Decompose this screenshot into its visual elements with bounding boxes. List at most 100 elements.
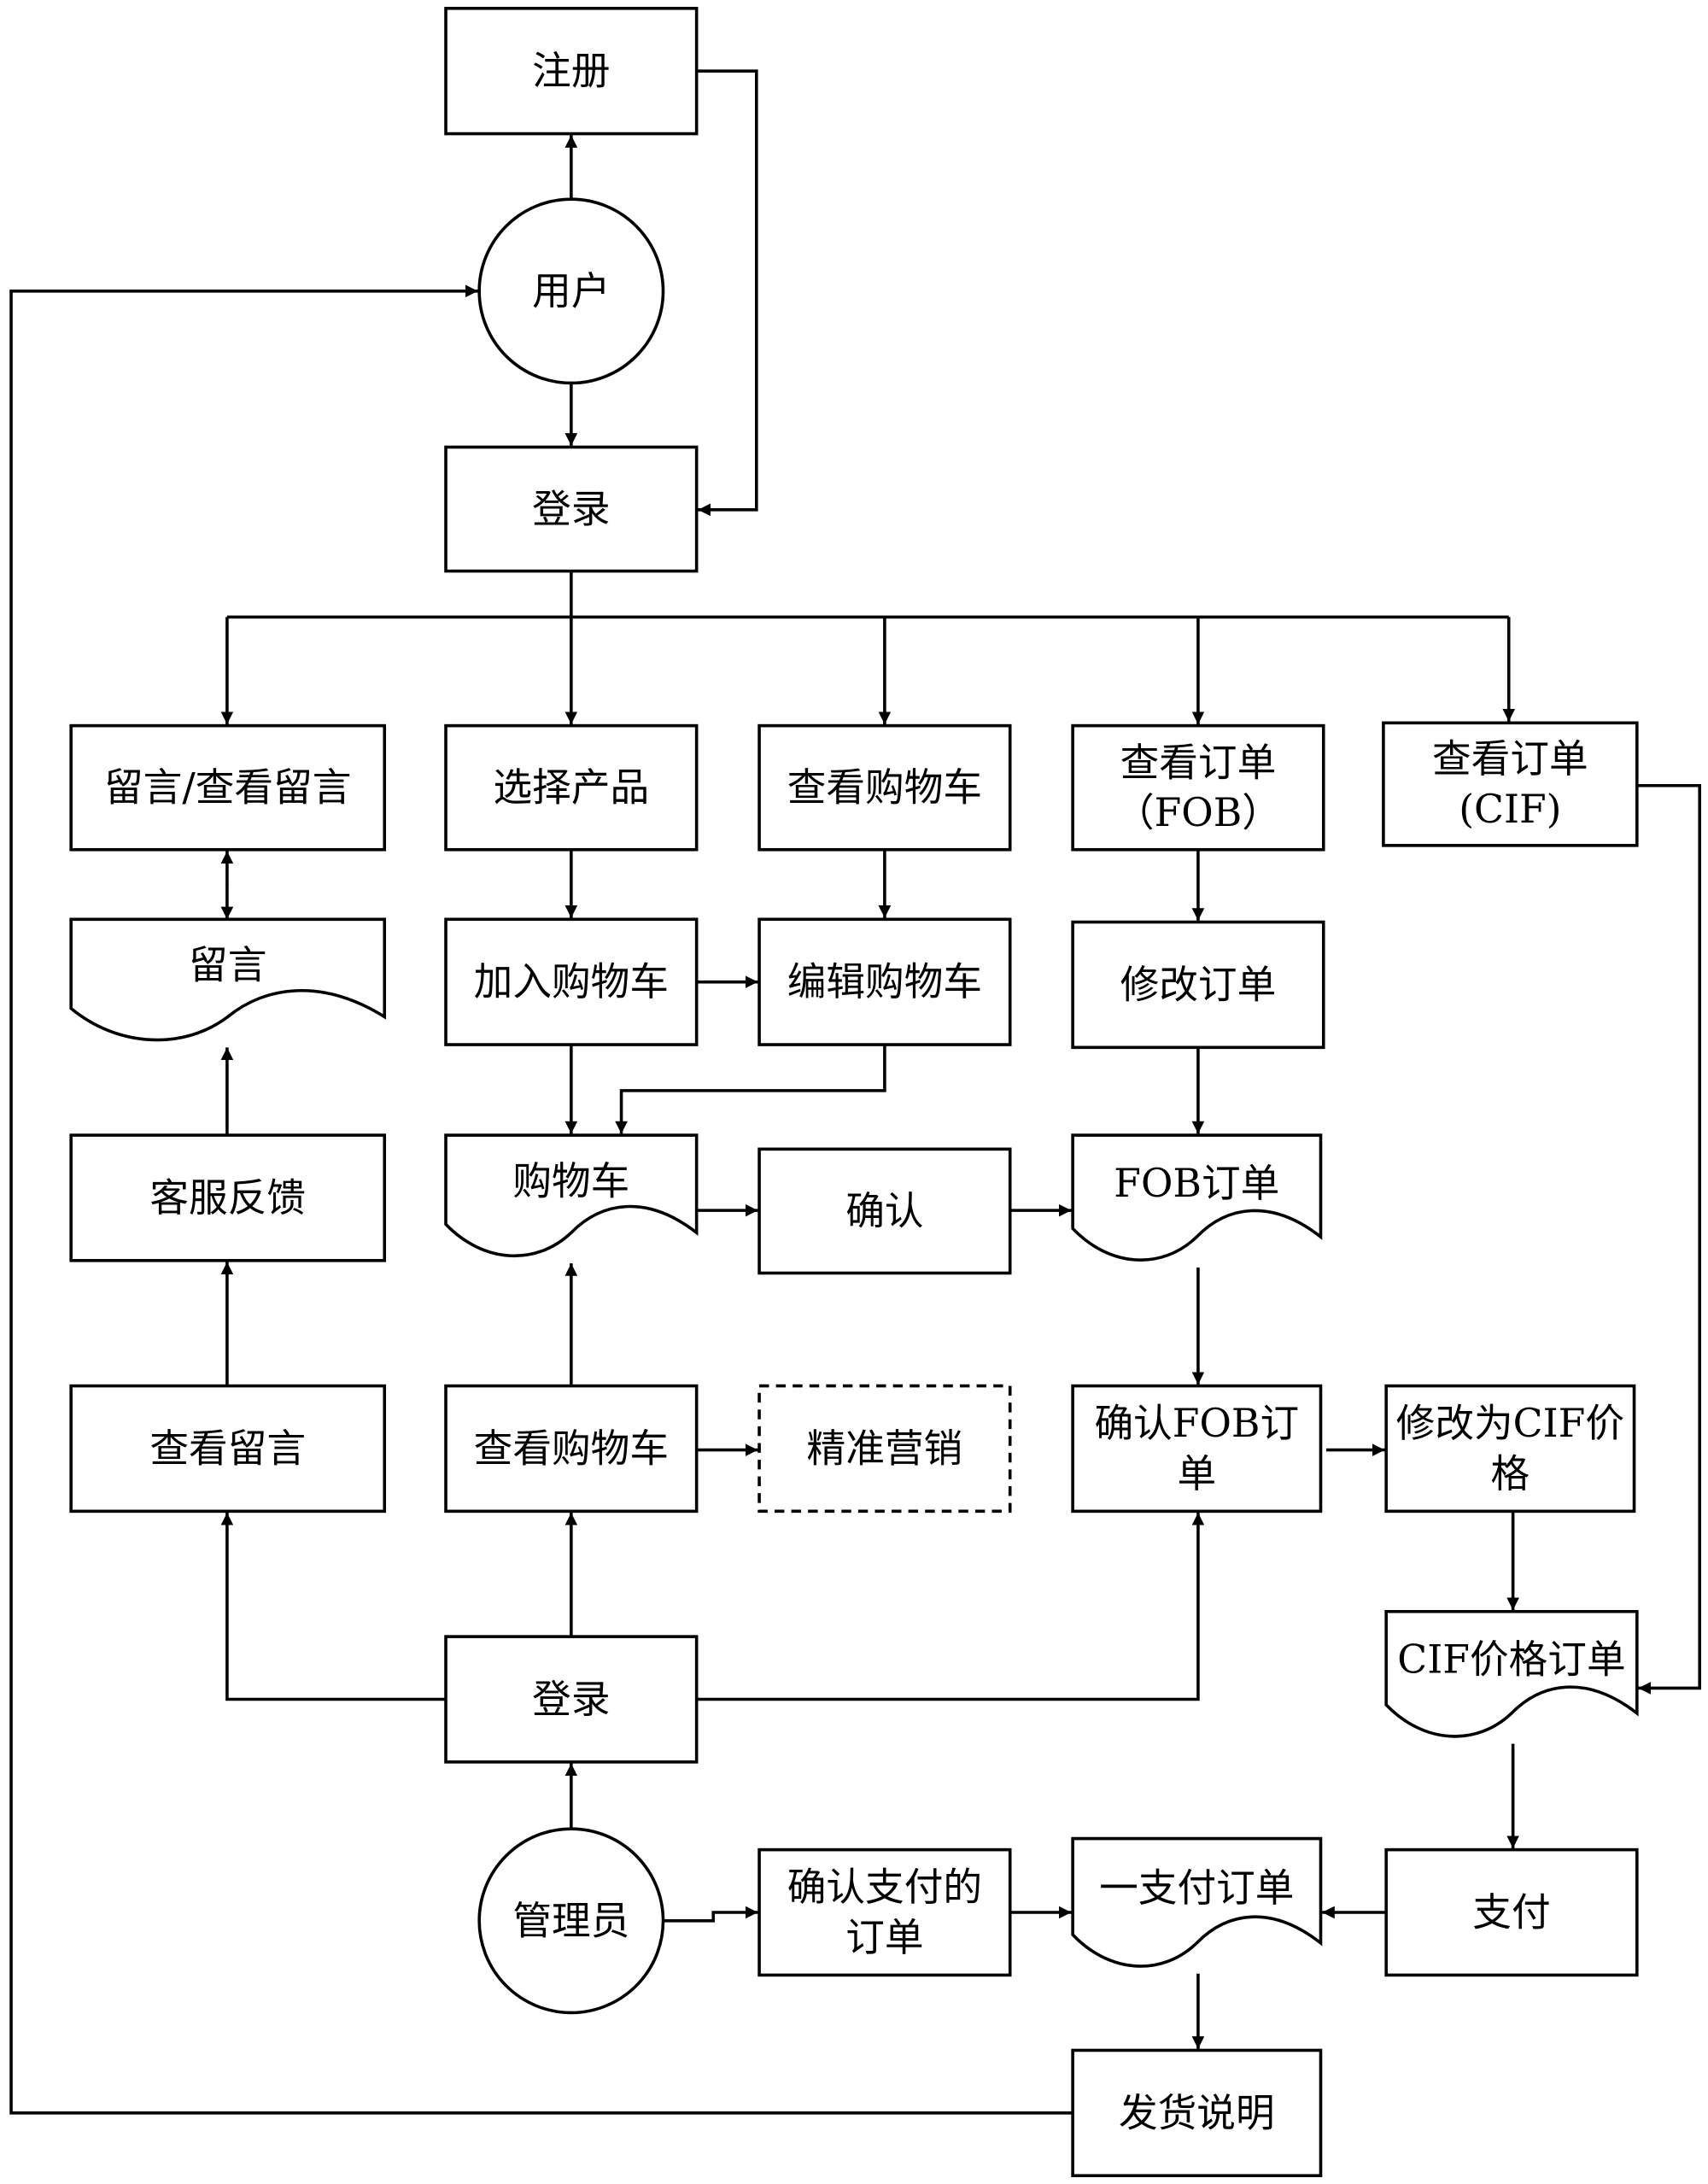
node-login-admin-label: 登录 (532, 1677, 610, 1722)
node-confirm-fob-order-shape (1071, 1384, 1323, 1514)
node-message-doc-shape (69, 917, 387, 1042)
node-admin-shape (477, 1827, 665, 2015)
node-modify-to-cif-label: 修改为CIF价 (1396, 1401, 1624, 1446)
edge-shipping-user (9, 284, 1073, 2115)
node-user-label: 用户 (532, 268, 610, 313)
node-add-to-cart-label: 加入购物车 (474, 959, 669, 1004)
node-confirm-paid-orders-label: 订单 (845, 1915, 923, 1960)
node-view-messages-admin-shape (69, 1384, 387, 1514)
edges (9, 69, 1702, 2115)
node-login-user-label: 登录 (532, 487, 610, 532)
node-message-view-label: 留言/查看留言 (104, 765, 351, 811)
node-message-doc: 留言 (69, 917, 387, 1042)
node-select-product-label: 选择产品 (494, 765, 650, 811)
node-modify-to-cif-shape (1384, 1384, 1636, 1514)
node-confirm-fob-order-label: 单 (1177, 1451, 1216, 1496)
node-message-view: 留言/查看留言 (69, 723, 387, 852)
node-confirm-shape (757, 1147, 1012, 1275)
node-cif-price-order-doc: CIF价格订单 (1384, 1609, 1639, 1738)
node-view-cart-top-label: 查看购物车 (787, 765, 982, 811)
node-cart-doc-label: 购物车 (512, 1158, 629, 1203)
node-view-cart-admin-shape (444, 1384, 699, 1514)
node-message-view-shape (69, 723, 387, 852)
node-user: 用户 (477, 197, 665, 385)
node-confirm-paid-orders-label: 确认支付的 (787, 1865, 982, 1910)
node-view-messages-admin: 查看留言 (69, 1384, 387, 1514)
node-payment-label: 支付 (1472, 1890, 1550, 1935)
node-payment-shape (1384, 1847, 1639, 1977)
node-cart-doc-shape (444, 1133, 699, 1257)
node-edit-cart-label: 编辑购物车 (787, 959, 982, 1004)
node-service-feedback-shape (69, 1133, 387, 1262)
node-view-cart-admin: 查看购物车 (444, 1384, 699, 1514)
node-paid-order-doc-shape (1071, 1836, 1323, 1968)
node-view-order-cif: 查看订单 (CIF) (1382, 721, 1639, 847)
node-admin-label: 管理员 (512, 1898, 629, 1943)
edge-loginadmin-viewmsg (220, 1512, 447, 1701)
node-modify-order-shape (1071, 920, 1325, 1050)
node-service-feedback: 客服反馈 (69, 1133, 387, 1262)
edge-vieworder-cif-cifdoc (1636, 783, 1702, 1695)
node-view-cart-top-shape (757, 723, 1012, 852)
node-view-cart-top: 查看购物车 (757, 723, 1012, 852)
node-admin: 管理员 (477, 1827, 665, 2015)
node-precision-marketing-label: 精准营销 (807, 1426, 963, 1471)
node-confirm-paid-orders-shape (757, 1847, 1012, 1977)
edge-admin-confirmpaid (663, 1906, 758, 1923)
node-login-user: 登录 (444, 445, 699, 573)
node-edit-cart: 编辑购物车 (757, 917, 1012, 1046)
node-select-product: 选择产品 (444, 723, 699, 852)
node-login-admin: 登录 (444, 1635, 699, 1764)
node-confirm-fob-order-label: 确认FOB订 (1094, 1401, 1299, 1446)
node-modify-order: 修改订单 (1071, 920, 1325, 1050)
node-select-product-shape (444, 723, 699, 852)
node-message-doc-label: 留言 (189, 943, 266, 988)
node-login-admin-shape (444, 1635, 699, 1764)
node-cif-price-order-doc-shape (1384, 1609, 1639, 1738)
node-modify-order-label: 修改订单 (1120, 962, 1277, 1007)
node-view-order-fob: 查看订单 （FOB） (1071, 723, 1325, 852)
node-precision-marketing-shape (757, 1384, 1012, 1514)
nodes: 注册用户登录留言/查看留言选择产品查看购物车查看订单（FOB）查看订单(CIF)… (69, 6, 1639, 2178)
node-modify-to-cif-label: 格 (1491, 1451, 1530, 1496)
node-fob-order-doc-label: FOB订单 (1114, 1161, 1279, 1206)
node-service-feedback-label: 客服反馈 (149, 1175, 306, 1221)
node-fob-order-doc-shape (1071, 1133, 1323, 1262)
node-cif-price-order-doc-label: CIF价格订单 (1397, 1637, 1625, 1683)
node-confirm: 确认 (757, 1147, 1012, 1275)
node-view-order-cif-label: 查看订单 (1432, 736, 1588, 782)
edge-edit-cart (615, 1045, 886, 1134)
node-fob-order-doc: FOB订单 (1071, 1133, 1323, 1262)
node-register: 注册 (444, 6, 699, 136)
edge-loginadmin-confirmfob (696, 1512, 1205, 1701)
node-cart-doc: 购物车 (444, 1133, 699, 1257)
node-confirm-label: 确认 (845, 1188, 923, 1233)
node-view-cart-admin-label: 查看购物车 (474, 1426, 669, 1471)
edge-register-login (696, 69, 758, 517)
node-view-order-cif-label: (CIF) (1459, 787, 1561, 832)
node-view-order-cif-shape (1382, 721, 1639, 847)
node-payment: 支付 (1384, 1847, 1639, 1977)
node-add-to-cart: 加入购物车 (444, 917, 699, 1046)
node-login-user-shape (444, 445, 699, 573)
node-shipping-notice: 发货说明 (1071, 2048, 1323, 2178)
node-precision-marketing: 精准营销 (757, 1384, 1012, 1514)
node-view-order-fob-shape (1071, 723, 1325, 852)
node-register-label: 注册 (532, 49, 610, 94)
node-paid-order-doc: 一支付订单 (1071, 1836, 1323, 1968)
node-edit-cart-shape (757, 917, 1012, 1046)
node-view-order-fob-label: （FOB） (1115, 790, 1281, 835)
node-view-messages-admin-label: 查看留言 (149, 1426, 306, 1471)
node-view-order-fob-label: 查看订单 (1120, 740, 1277, 785)
node-register-shape (444, 6, 699, 136)
node-add-to-cart-shape (444, 917, 699, 1046)
node-user-shape (477, 197, 665, 385)
edge-login-branch-trunk (226, 571, 1509, 619)
node-paid-order-doc-label: 一支付订单 (1099, 1865, 1294, 1911)
node-shipping-notice-shape (1071, 2048, 1323, 2178)
node-shipping-notice-label: 发货说明 (1119, 2090, 1275, 2135)
